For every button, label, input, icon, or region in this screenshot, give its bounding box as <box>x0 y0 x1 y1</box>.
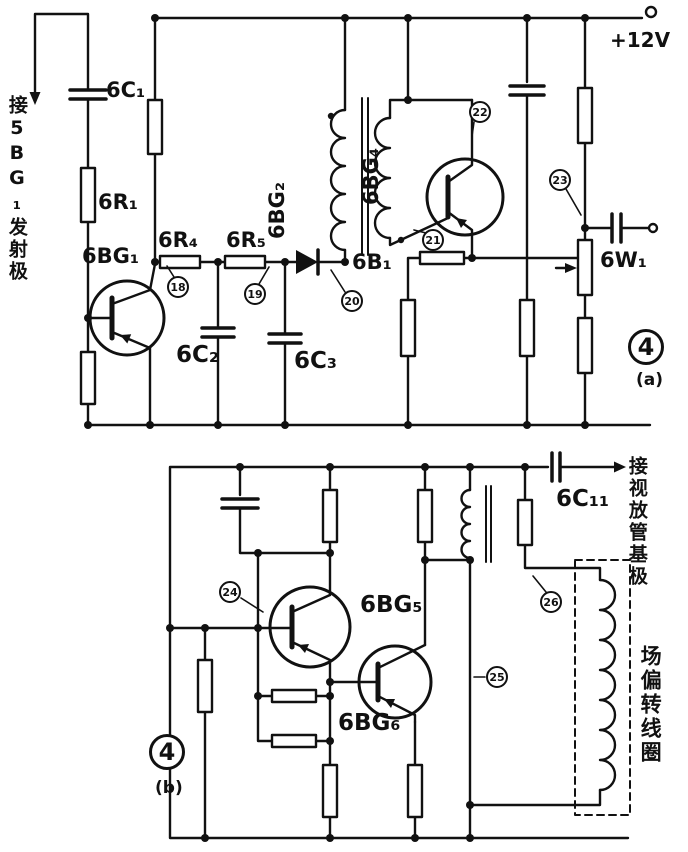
label-6BG2: 6BG₂ <box>265 181 289 239</box>
figure-number-a: 4 <box>628 329 664 365</box>
label-6BG1: 6BG₁ <box>82 244 140 268</box>
supply-terminal <box>644 5 658 19</box>
wiper-arrow <box>554 263 577 273</box>
capacitor-topleft-b <box>220 497 260 510</box>
resistor-425-top <box>416 488 434 544</box>
label-6R4: 6R₄ <box>158 228 198 252</box>
label-6BG4: 6BG₄ <box>359 147 383 205</box>
core <box>485 485 492 563</box>
transistor-6BG1 <box>86 262 166 427</box>
callout-pointers <box>240 575 547 678</box>
circuit-b <box>166 451 631 842</box>
emitter-arrow <box>456 218 467 228</box>
capacitor-527 <box>508 84 546 97</box>
resistor-408 <box>399 298 417 358</box>
emitter-arrow <box>298 644 309 653</box>
label-6W1: 6W₁ <box>600 248 647 272</box>
emitter-arrow <box>384 699 395 708</box>
resistor-585-bottom <box>576 316 594 375</box>
resistor-330-top <box>321 488 339 544</box>
resistor-330-bottom <box>321 763 339 819</box>
arrow-right-icon <box>614 461 626 473</box>
callout-22: 22 <box>469 101 491 123</box>
coil-driver <box>460 485 492 563</box>
callout-21: 21 <box>422 229 444 251</box>
label-6C11: 6C₁₁ <box>556 486 610 512</box>
junction-dots <box>84 14 589 429</box>
supply-label: +12V <box>610 28 671 52</box>
output-terminal <box>647 222 659 234</box>
callout-25: 25 <box>486 666 508 688</box>
phase-dot <box>397 236 405 244</box>
callout-pointers <box>166 121 582 293</box>
transformer-6B1 <box>327 97 405 256</box>
capacitor-6C2 <box>200 326 236 339</box>
capacitor-output <box>610 212 623 244</box>
label-6B1: 6B₁ <box>352 250 392 274</box>
core <box>361 97 369 256</box>
callout-24: 24 <box>219 581 241 603</box>
callout-23: 23 <box>549 169 571 191</box>
resistor-585-top <box>576 86 594 145</box>
secondary-winding <box>373 116 392 240</box>
figure-sub-a: (a) <box>636 370 664 390</box>
resistor-emitter-6BG4 <box>418 250 466 266</box>
resistor-bias-2 <box>270 733 318 749</box>
junction-dots <box>166 463 529 842</box>
callout-26: 26 <box>540 591 562 613</box>
resistor-bias-1 <box>270 688 318 704</box>
primary-winding <box>329 108 347 252</box>
capacitor-6C11 <box>550 451 562 483</box>
label-6R1: 6R₁ <box>98 190 138 214</box>
emitter-arrow <box>120 334 132 344</box>
transistor-6BG5 <box>268 585 352 684</box>
resistor-6R5 <box>223 254 267 270</box>
label-6C2: 6C₂ <box>176 342 219 368</box>
capacitor-6C1 <box>68 88 108 101</box>
resistor-lower-left <box>79 350 97 406</box>
diode-6BG2 <box>296 248 320 276</box>
resistor-525 <box>516 498 534 547</box>
resistor-205 <box>196 658 214 714</box>
arrow-down-icon <box>29 92 41 105</box>
resistor-top-155 <box>146 98 164 156</box>
wiring <box>33 12 652 427</box>
left-note: 接5BG₁发射极 <box>5 95 28 283</box>
circuit-a <box>29 5 659 429</box>
video-note: 接视放管基极 <box>625 456 648 588</box>
transistor-6BG4 <box>425 98 505 260</box>
resistor-6R1 <box>79 166 97 224</box>
resistor-527 <box>518 298 536 358</box>
callout-18: 18 <box>167 276 189 298</box>
coil-note: 场偏转线圈 <box>638 645 663 765</box>
resistor-415-bottom <box>406 763 424 819</box>
callout-20: 20 <box>341 290 363 312</box>
figure-number-b: 4 <box>149 734 185 770</box>
phase-dot <box>327 112 335 120</box>
capacitor-6C3 <box>267 332 303 345</box>
label-6C1: 6C₁ <box>106 78 146 102</box>
label-6C3: 6C₃ <box>294 348 337 374</box>
callout-19: 19 <box>244 283 266 305</box>
wiring <box>168 465 630 840</box>
label-6BG6: 6BG₆ <box>338 710 401 736</box>
potentiometer-6W1 <box>576 238 594 297</box>
resistor-6R4 <box>158 254 202 270</box>
label-6R5: 6R₅ <box>226 228 266 252</box>
transistor-6BG6 <box>357 643 433 724</box>
label-6BG5: 6BG₅ <box>360 592 423 618</box>
figure-sub-b: (b) <box>155 778 183 798</box>
deflection-coil <box>574 559 631 816</box>
